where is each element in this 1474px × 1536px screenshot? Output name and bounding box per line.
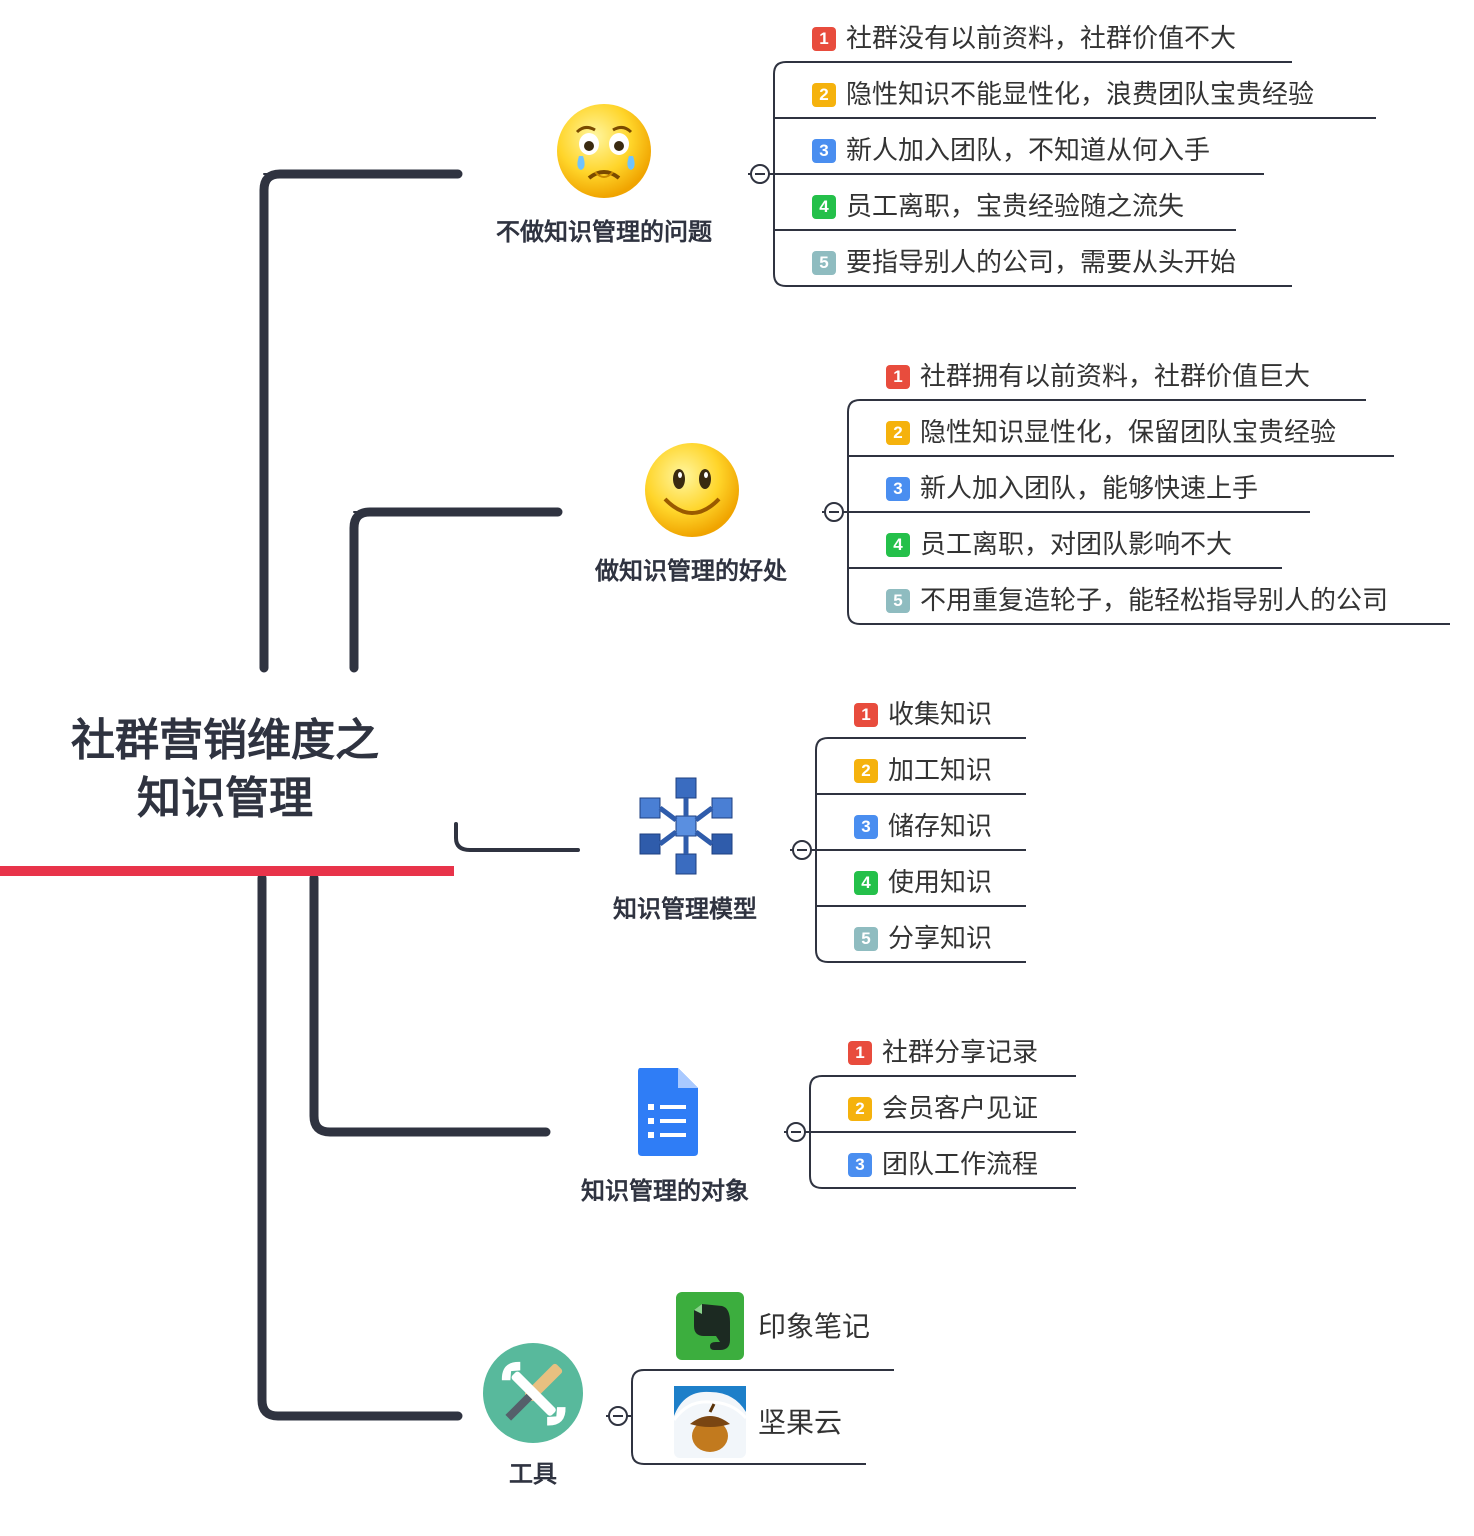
- branch-3-item-3[interactable]: 3 储存知识: [854, 812, 992, 842]
- branch-4-label[interactable]: 知识管理的对象: [581, 1177, 749, 1205]
- root-title-line1: 社群营销维度之: [71, 715, 379, 766]
- branch-1-item-5[interactable]: 5 要指导别人的公司，需要从头开始: [812, 248, 1236, 278]
- trunk-branch-3: [454, 822, 580, 852]
- number-badge: 1: [848, 1041, 872, 1065]
- number-badge: 4: [812, 195, 836, 219]
- branch-2-item-2[interactable]: 2 隐性知识显性化，保留团队宝贵经验: [886, 418, 1336, 448]
- branch-3-item-1[interactable]: 1 收集知识: [854, 700, 992, 730]
- number-badge: 5: [886, 589, 910, 613]
- evernote-icon: [676, 1292, 744, 1360]
- number-badge: 2: [886, 421, 910, 445]
- root-topic[interactable]: 社群营销维度之 知识管理: [40, 712, 410, 828]
- item-text: 加工知识: [888, 756, 993, 786]
- item-text: 储存知识: [888, 812, 993, 842]
- smiley-face-icon: [645, 443, 739, 537]
- number-badge: 3: [848, 1153, 872, 1177]
- item-text: 员工离职，对团队影响不大: [920, 530, 1233, 560]
- item-text: 分享知识: [888, 924, 993, 954]
- item-text: 社群拥有以前资料，社群价值巨大: [920, 362, 1311, 392]
- branch-3-item-4[interactable]: 4 使用知识: [854, 868, 992, 898]
- number-badge: 1: [886, 365, 910, 389]
- branch-4-item-2[interactable]: 2 会员客户见证: [848, 1094, 1038, 1124]
- branch-5-label[interactable]: 工具: [509, 1460, 557, 1488]
- number-badge: 4: [886, 533, 910, 557]
- branch-3-icon: [636, 776, 736, 876]
- number-badge: 3: [854, 815, 878, 839]
- item-text: 会员客户见证: [882, 1094, 1039, 1124]
- number-badge: 3: [812, 139, 836, 163]
- number-badge: 1: [854, 703, 878, 727]
- crying-face-icon: [557, 104, 651, 198]
- branch-4-item-3[interactable]: 3 团队工作流程: [848, 1150, 1038, 1180]
- item-text: 要指导别人的公司，需要从头开始: [846, 248, 1237, 278]
- branch-3-item-2[interactable]: 2 加工知识: [854, 756, 992, 786]
- number-badge: 3: [886, 477, 910, 501]
- branch-1-item-3[interactable]: 3 新人加入团队，不知道从何入手: [812, 136, 1210, 166]
- branch-1-item-2[interactable]: 2 隐性知识不能显性化，浪费团队宝贵经验: [812, 80, 1314, 110]
- trunk-branch-1: [259, 169, 463, 673]
- tools-icon: [483, 1343, 583, 1443]
- tool-text: 印象笔记: [758, 1310, 871, 1343]
- root-underline: [0, 866, 454, 876]
- trunk-branch-5: [257, 873, 463, 1421]
- item-text: 员工离职，宝贵经验随之流失: [846, 192, 1185, 222]
- number-badge: 2: [854, 759, 878, 783]
- branch-2-icon: [643, 441, 741, 539]
- number-badge: 1: [812, 27, 836, 51]
- item-text: 隐性知识显性化，保留团队宝贵经验: [920, 418, 1337, 448]
- number-badge: 4: [854, 871, 878, 895]
- number-badge: 5: [812, 251, 836, 275]
- item-text: 使用知识: [888, 868, 993, 898]
- trunk-branch-4: [309, 873, 551, 1137]
- branch-2-item-3[interactable]: 3 新人加入团队，能够快速上手: [886, 474, 1258, 504]
- trunk-branch-2: [349, 507, 563, 673]
- document-list-icon: [638, 1068, 698, 1156]
- branch-2-item-1[interactable]: 1 社群拥有以前资料，社群价值巨大: [886, 362, 1310, 392]
- number-badge: 2: [848, 1097, 872, 1121]
- item-text: 团队工作流程: [882, 1150, 1039, 1180]
- branch-2-label[interactable]: 做知识管理的好处: [595, 557, 787, 585]
- branch-1-label[interactable]: 不做知识管理的问题: [496, 218, 712, 246]
- item-text: 新人加入团队，不知道从何入手: [846, 136, 1211, 166]
- number-badge: 5: [854, 927, 878, 951]
- item-text: 收集知识: [888, 700, 993, 730]
- branch-2-item-4[interactable]: 4 员工离职，对团队影响不大: [886, 530, 1232, 560]
- branch-4-icon: [636, 1068, 700, 1156]
- branch-3-item-5[interactable]: 5 分享知识: [854, 924, 992, 954]
- jianguoyun-icon: [674, 1386, 746, 1458]
- item-text: 社群分享记录: [882, 1038, 1039, 1068]
- branch-5-icon: [482, 1342, 584, 1444]
- tool-text: 坚果云: [758, 1406, 843, 1439]
- branch-1-item-1[interactable]: 1 社群没有以前资料，社群价值不大: [812, 24, 1236, 54]
- item-text: 隐性知识不能显性化，浪费团队宝贵经验: [846, 80, 1315, 110]
- branch-1-item-4[interactable]: 4 员工离职，宝贵经验随之流失: [812, 192, 1184, 222]
- item-text: 社群没有以前资料，社群价值不大: [846, 24, 1237, 54]
- root-title-line2: 知识管理: [137, 773, 313, 824]
- number-badge: 2: [812, 83, 836, 107]
- branch-3-label[interactable]: 知识管理模型: [613, 895, 757, 923]
- branch-1-icon: [555, 102, 653, 200]
- item-text: 新人加入团队，能够快速上手: [920, 474, 1259, 504]
- item-text: 不用重复造轮子，能轻松指导别人的公司: [920, 586, 1389, 616]
- branch-2-item-5[interactable]: 5 不用重复造轮子，能轻松指导别人的公司: [886, 586, 1388, 616]
- network-cubes-icon: [639, 777, 733, 875]
- branch-4-item-1[interactable]: 1 社群分享记录: [848, 1038, 1038, 1068]
